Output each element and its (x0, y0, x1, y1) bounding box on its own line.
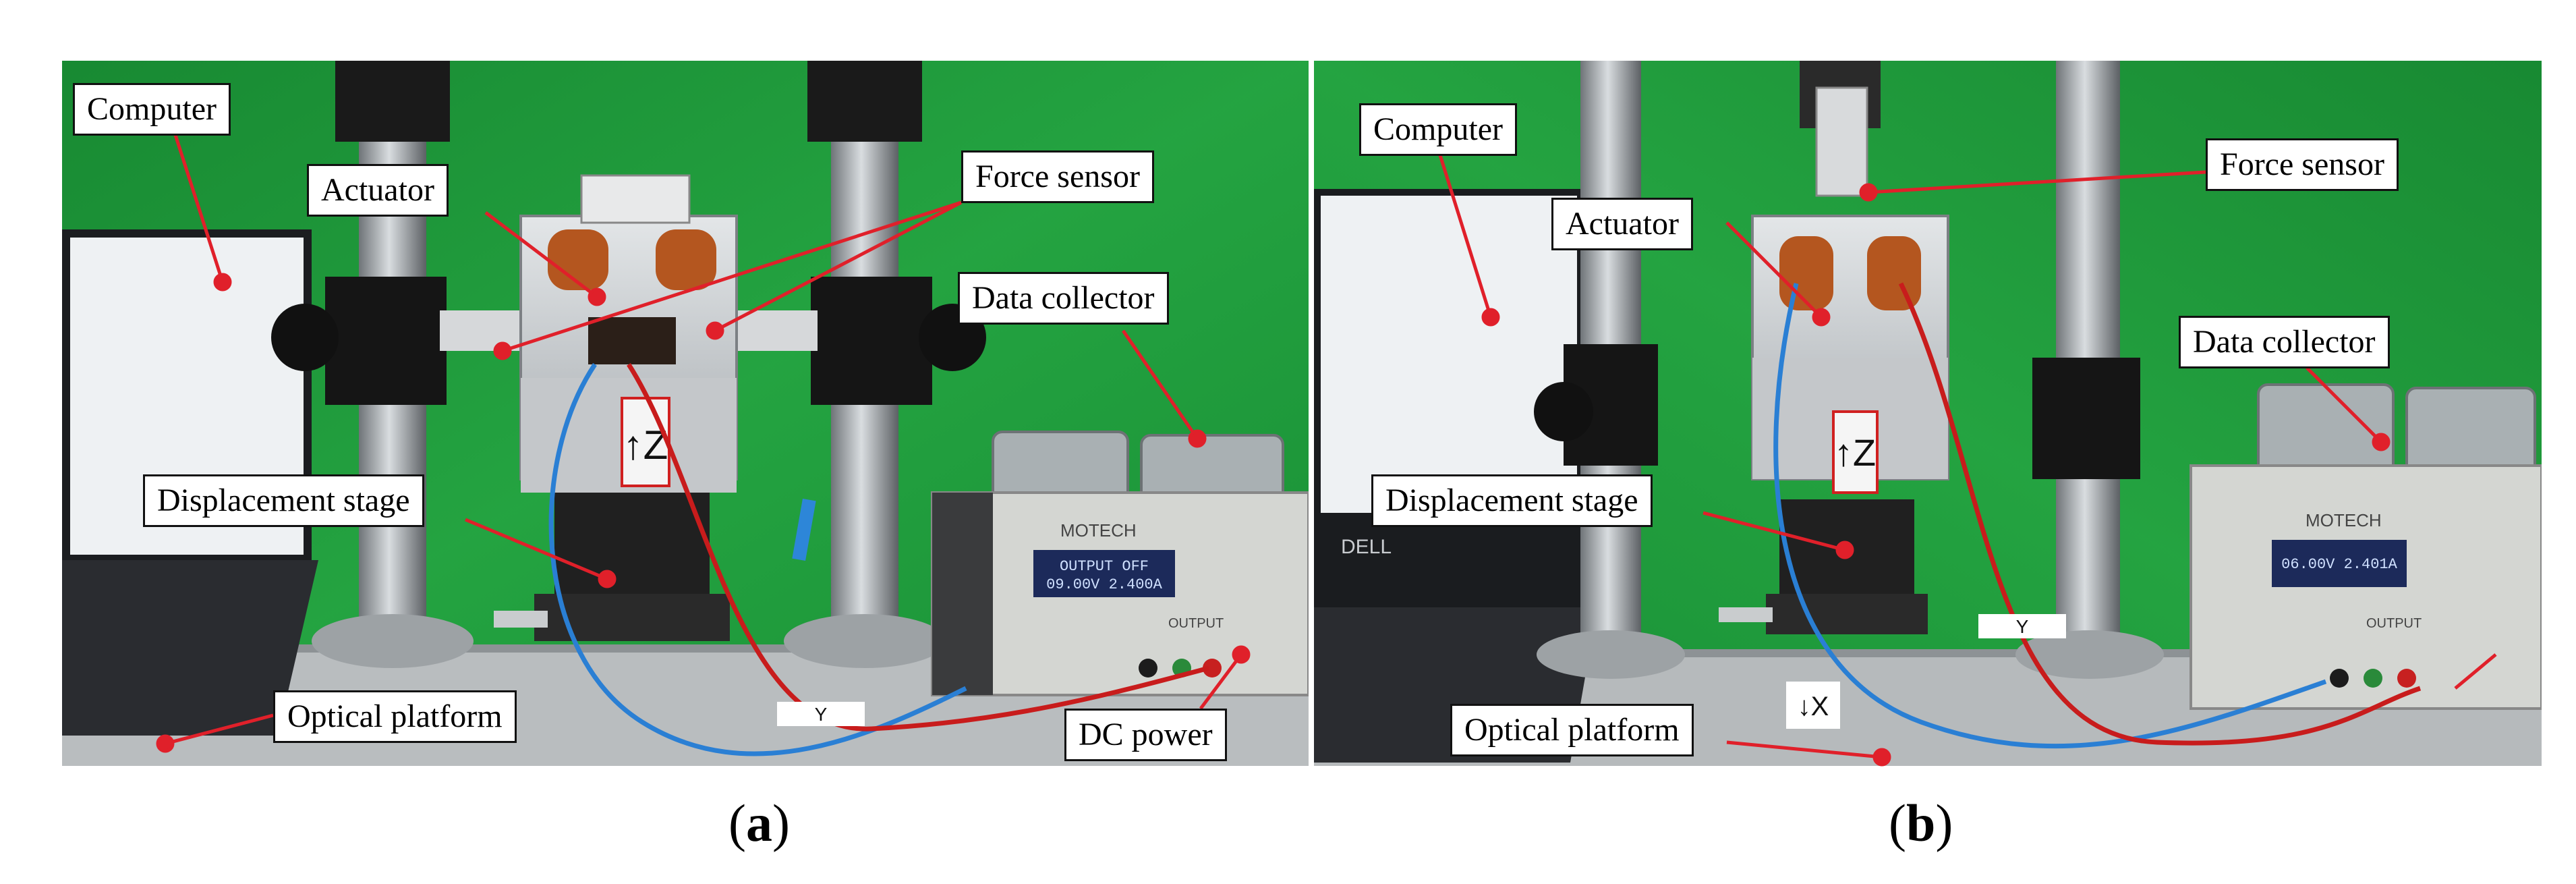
label-displacement-stage-b: Displacement stage (1371, 474, 1653, 527)
label-computer-b: Computer (1359, 103, 1517, 156)
caption-b: (b) (1889, 794, 1953, 852)
label-optical-platform-b: Optical platform (1450, 704, 1694, 756)
psu-display-a: OUTPUT OFF (1060, 558, 1149, 575)
label-displacement-stage-a: Displacement stage (143, 474, 424, 527)
label-force-sensor-b: Force sensor (2206, 138, 2399, 191)
caption-a: (a) (728, 794, 790, 852)
laptop-brand-b: DELL (1341, 536, 1392, 558)
axis-x-mark-b: ↓X (1798, 692, 1829, 721)
psu-reading-a: 09.00V 2.400A (1046, 576, 1162, 593)
label-optical-platform-a: Optical platform (273, 690, 517, 743)
axis-y-mark-a: Y (815, 704, 828, 725)
axis-z-mark-b: ↑Z (1834, 431, 1876, 474)
label-data-collector-b: Data collector (2179, 316, 2390, 368)
psu-brand-a: MOTECH (1060, 520, 1137, 541)
psu-brand-b: MOTECH (2306, 510, 2382, 530)
label-force-sensor-a: Force sensor (961, 150, 1154, 203)
label-computer-a: Computer (73, 83, 231, 136)
label-actuator-b: Actuator (1551, 198, 1693, 250)
psu-reading-b: 06.00V 2.401A (2281, 556, 2397, 573)
label-data-collector-a: Data collector (958, 272, 1169, 325)
label-actuator-a: Actuator (307, 164, 449, 217)
psu-output-b: OUTPUT (2366, 616, 2422, 631)
label-dc-power-a: DC power (1064, 709, 1227, 761)
axis-y-mark-b: Y (2016, 616, 2029, 637)
psu-output-a: OUTPUT (1168, 616, 1224, 631)
